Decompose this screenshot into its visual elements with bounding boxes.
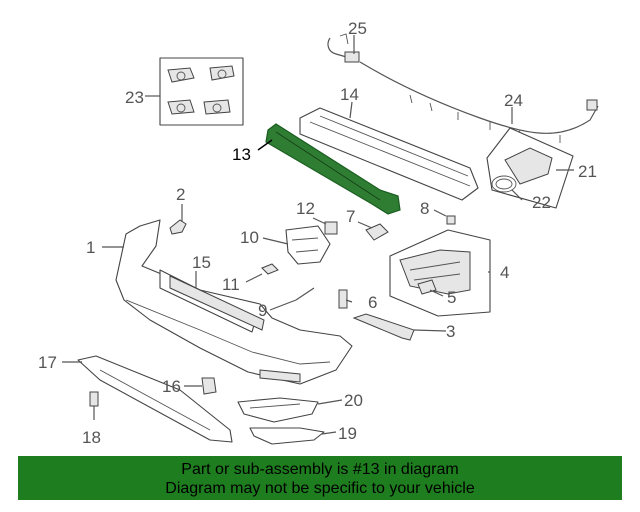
part-3-side-bracket xyxy=(352,313,415,341)
part-4-bracket-set xyxy=(389,229,491,317)
callout-22: 22 xyxy=(532,193,551,212)
part-9-wire-pin xyxy=(295,287,315,301)
banner-line-1: Part or sub-assembly is #13 in diagram xyxy=(181,461,459,478)
part-23-sensor-holders xyxy=(159,57,244,126)
callout-8: 8 xyxy=(420,199,429,218)
part-18-screw xyxy=(89,391,99,407)
part-10-side-bracket xyxy=(285,225,331,265)
callout-25: 25 xyxy=(348,19,367,38)
part-6-stud xyxy=(338,289,348,309)
callout-23: 23 xyxy=(125,88,144,107)
callout-12: 12 xyxy=(296,199,315,218)
part-15-trim-panel xyxy=(169,275,265,331)
callout-6: 6 xyxy=(368,293,377,312)
callout-5: 5 xyxy=(447,288,456,307)
callout-7: 7 xyxy=(346,207,355,226)
callout-9: 9 xyxy=(258,301,267,320)
callout-13: 13 xyxy=(232,145,251,164)
callout-14: 14 xyxy=(340,85,359,104)
part-22-sensor-bezel xyxy=(491,175,517,193)
callout-1: 1 xyxy=(86,238,95,257)
part-24-wire-harness xyxy=(359,61,599,143)
callout-3: 3 xyxy=(446,322,455,341)
callout-10: 10 xyxy=(240,228,259,247)
callout-15: 15 xyxy=(192,253,211,272)
part-16-tow-cap xyxy=(201,377,217,395)
part-2-retainer xyxy=(169,219,187,235)
diagram-notice-banner: Part or sub-assembly is #13 in diagram D… xyxy=(18,456,622,500)
callout-18: 18 xyxy=(82,428,101,447)
callout-11: 11 xyxy=(222,275,240,294)
leader-lines xyxy=(62,35,574,435)
callout-4: 4 xyxy=(500,263,509,282)
callout-2: 2 xyxy=(176,185,185,204)
part-25-harness-connector xyxy=(327,33,360,63)
part-14-impact-absorber xyxy=(299,107,479,201)
callout-20: 20 xyxy=(344,391,363,410)
part-20-reflector-trim xyxy=(237,397,319,423)
part-12-nut xyxy=(324,221,338,235)
part-19-lower-trim xyxy=(249,427,325,445)
part-8-push-pin xyxy=(446,215,456,225)
callout-24: 24 xyxy=(504,91,523,110)
part-13-bumper-beam xyxy=(265,123,401,215)
callout-17: 17 xyxy=(38,353,57,372)
banner-line-2: Diagram may not be specific to your vehi… xyxy=(165,480,475,497)
callout-labels: 25 23 14 24 13 21 22 2 1 12 7 8 10 15 11… xyxy=(38,19,597,447)
callout-16: 16 xyxy=(162,377,181,396)
callout-19: 19 xyxy=(338,424,357,443)
part-17-lower-valance xyxy=(77,355,233,443)
part-11-bolt xyxy=(261,263,279,275)
callout-21: 21 xyxy=(578,162,597,181)
